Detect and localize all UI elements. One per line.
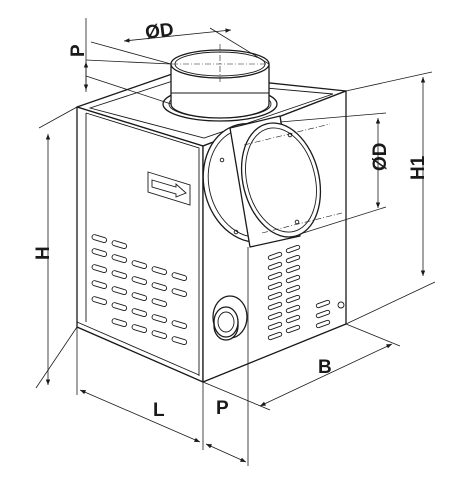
front-base-inner: [76, 321, 200, 376]
side-vent-slots: [267, 244, 345, 341]
bolt-hole: [219, 157, 225, 163]
dim-side-p: [205, 443, 247, 463]
bolt-hole: [287, 132, 293, 138]
label-diameter-side: ØD: [370, 143, 391, 172]
cable-port: [212, 295, 248, 341]
label-diameter-top: ØD: [144, 19, 175, 43]
top-pipe-body: [170, 63, 270, 119]
bolt-hole: [233, 229, 239, 235]
arrow-icon: [151, 179, 187, 198]
screw-icon: [337, 301, 345, 309]
label-plate: [147, 171, 191, 206]
dim-b: [259, 343, 393, 407]
label-l: L: [153, 400, 165, 421]
label-p-side: P: [216, 398, 229, 419]
label-b: B: [318, 357, 332, 378]
front-panel-edge: [85, 112, 200, 376]
label-h1: H1: [408, 155, 429, 180]
airflow-label: [147, 171, 191, 206]
dim-l: [79, 389, 201, 443]
bolt-hole: [294, 219, 300, 225]
top-spigot: [162, 44, 278, 122]
dim-top-diameter: [123, 28, 232, 43]
front-vent-slots: [91, 234, 188, 346]
label-p-top: P: [68, 44, 89, 57]
side-spigot: [202, 115, 343, 248]
label-h: H: [33, 246, 54, 260]
side-pipe-opening: [240, 122, 322, 238]
dimension-lines: [35, 18, 436, 466]
top-plate: [88, 79, 334, 139]
